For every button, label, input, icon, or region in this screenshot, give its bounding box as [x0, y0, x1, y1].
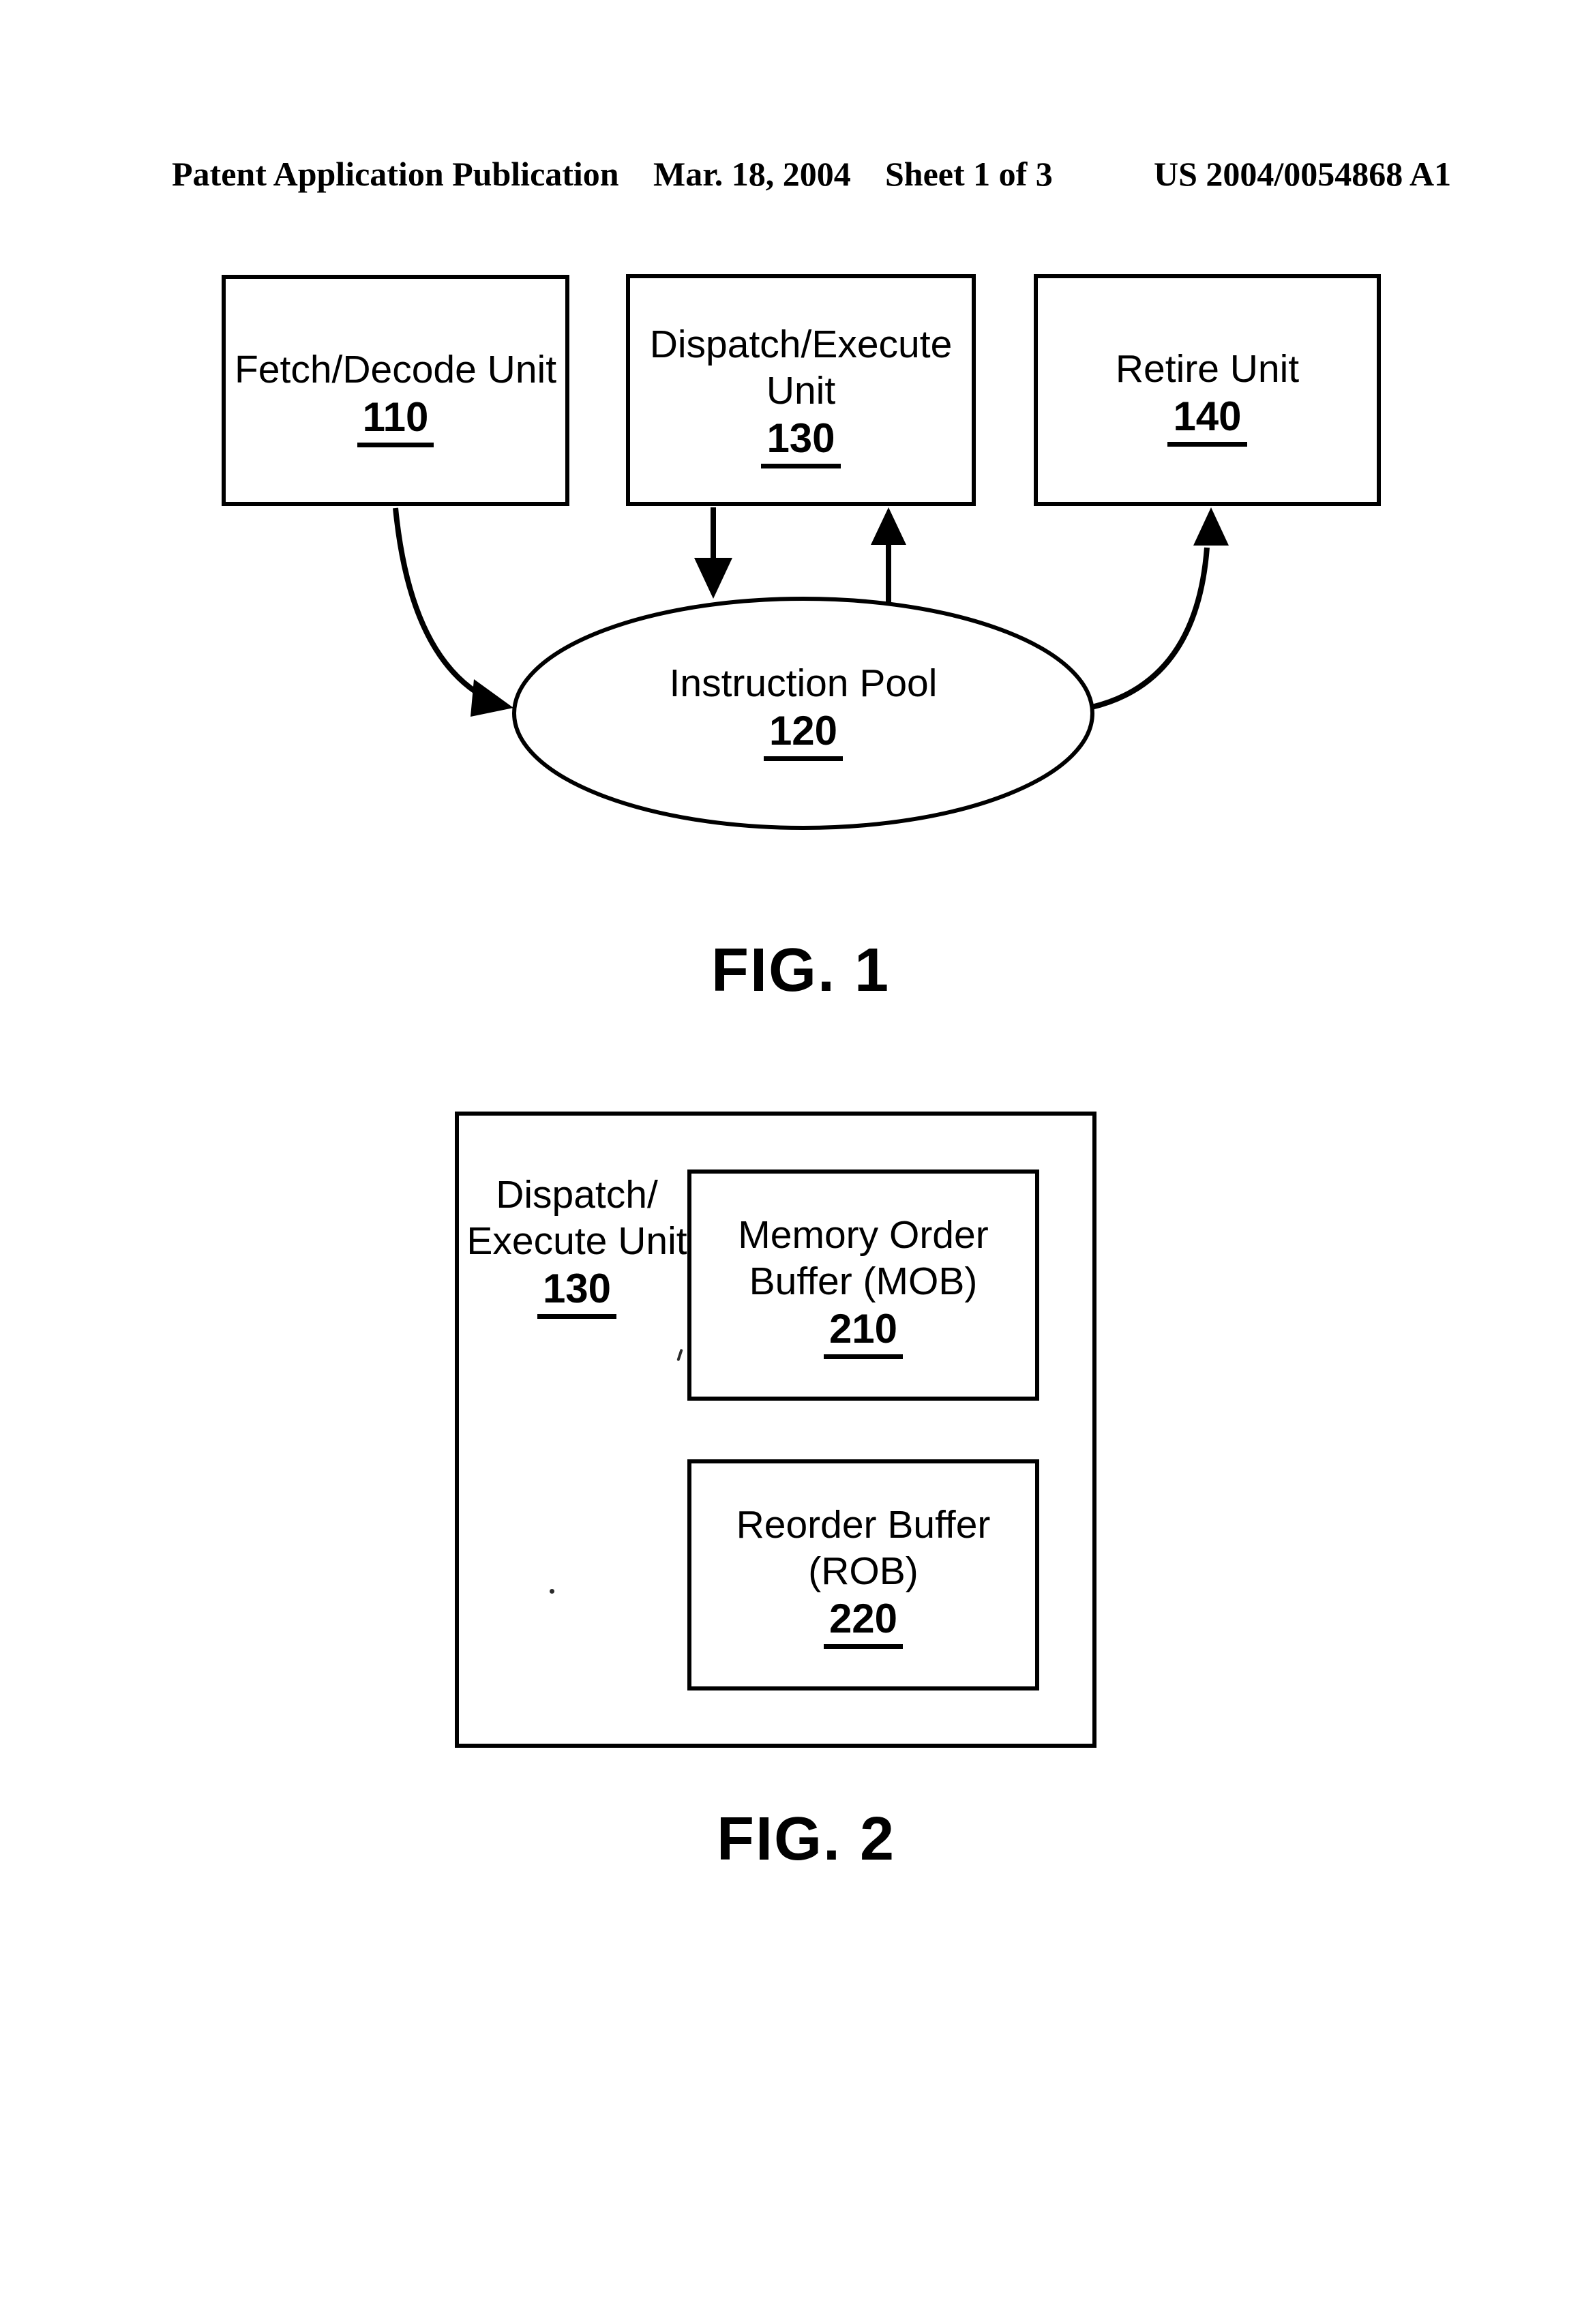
publication-title: Patent Application Publication	[172, 155, 619, 193]
ref-number-130: 130	[761, 417, 841, 468]
retire-unit-box: Retire Unit 140	[1034, 274, 1381, 506]
memory-order-buffer-label-line1: Memory Order	[738, 1212, 989, 1257]
memory-order-buffer-label-line2: Buffer (MOB)	[749, 1259, 978, 1303]
ref-number-220: 220	[823, 1596, 904, 1649]
ref-number-110: 110	[357, 395, 434, 447]
arrow-dispatch-to-pool-icon	[694, 507, 732, 599]
ref-number-130-fig2: 130	[537, 1267, 617, 1319]
reorder-buffer-label-line2: (ROB)	[808, 1549, 919, 1593]
reorder-buffer-box: Reorder Buffer (ROB) 220	[687, 1459, 1039, 1690]
ref-number-140: 140	[1167, 395, 1247, 447]
dispatch-execute-container-label: Dispatch/ Execute Unit 130	[462, 1172, 691, 1319]
figure-1-connectors	[393, 507, 1229, 830]
dispatch-execute-container-label-line2: Execute Unit	[466, 1219, 687, 1263]
sheet-number: Sheet 1 of 3	[885, 155, 1053, 193]
dispatch-execute-unit-label-line1: Dispatch/Execute	[649, 323, 953, 366]
reorder-buffer-label-line1: Reorder Buffer	[736, 1502, 991, 1547]
publication-date: Mar. 18, 2004	[653, 155, 851, 193]
arrow-pool-to-dispatch-icon	[871, 507, 906, 602]
retire-unit-label: Retire Unit	[1115, 347, 1300, 391]
ref-number-120: 120	[763, 709, 844, 761]
arrow-pool-to-retire-icon	[1091, 507, 1229, 710]
instruction-pool-label: Instruction Pool 120	[531, 660, 1076, 761]
dispatch-execute-unit-label-line2: Unit	[766, 369, 836, 413]
instruction-pool-label-line1: Instruction Pool	[669, 661, 938, 705]
figure-1-caption: FIG. 1	[711, 936, 891, 1004]
dispatch-execute-container-label-line1: Dispatch/	[496, 1173, 658, 1217]
fetch-decode-unit-label: Fetch/Decode Unit	[234, 347, 557, 391]
figure-2-caption: FIG. 2	[716, 1805, 896, 1873]
dispatch-execute-unit-box: Dispatch/Execute Unit 130	[626, 274, 976, 506]
instruction-pool-ellipse	[512, 597, 1094, 830]
arrow-fetch-to-pool-icon	[393, 507, 513, 717]
scan-speck	[550, 1589, 554, 1594]
fetch-decode-unit-box: Fetch/Decode Unit 110	[222, 275, 569, 506]
document-number: US 2004/0054868 A1	[1154, 155, 1452, 193]
memory-order-buffer-box: Memory Order Buffer (MOB) 210	[687, 1170, 1039, 1401]
ref-number-210: 210	[823, 1307, 904, 1359]
